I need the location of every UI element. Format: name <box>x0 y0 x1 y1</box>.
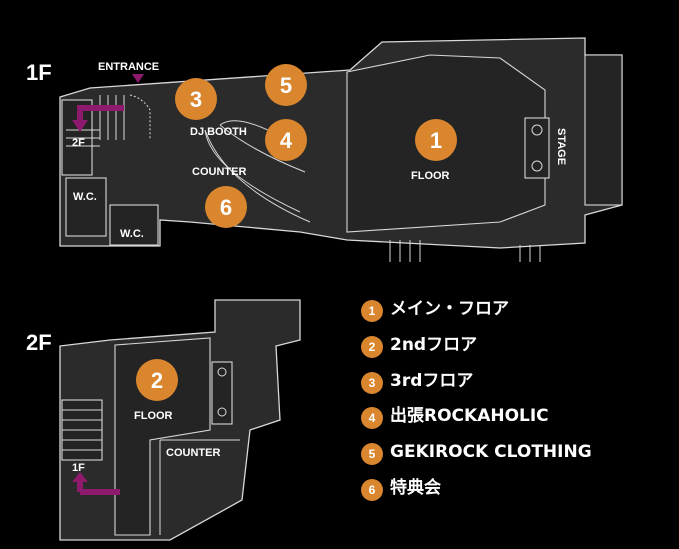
floor-2f-plan <box>59 299 301 541</box>
wc-label-1: W.C. <box>73 191 97 203</box>
stairs-2f-label: 2F <box>72 137 85 149</box>
marker-2: 2 <box>136 359 178 401</box>
floor-2-label: FLOOR <box>134 410 173 422</box>
svg-text:6: 6 <box>220 195 232 220</box>
svg-text:2: 2 <box>151 368 163 393</box>
floor-2f-title: 2F <box>26 330 52 355</box>
marker-4: 4 <box>265 119 307 161</box>
svg-text:5: 5 <box>280 73 292 98</box>
entrance-arrow-icon <box>132 74 144 83</box>
legend-item: 6 特典会 <box>361 477 441 501</box>
marker-1: 1 <box>415 119 457 161</box>
marker-3: 3 <box>175 78 217 120</box>
svg-text:1: 1 <box>430 128 442 153</box>
stage-label: STAGE <box>555 128 567 165</box>
stairs-arrowhead-icon <box>72 120 88 132</box>
dj-equipment-2f <box>211 361 233 425</box>
wc-label-2: W.C. <box>120 228 144 240</box>
legend: 1 メイン・フロア 2 2ndフロア 3 3rdフロア 4 出張ROCKAHOLIC 5… <box>361 299 592 501</box>
svg-text:4: 4 <box>280 128 293 153</box>
counter-2f-label: COUNTER <box>166 447 220 459</box>
dj-booth-label: DJ BOOTH <box>190 126 247 138</box>
stage-area <box>584 54 623 206</box>
main-floor-label: FLOOR <box>411 170 450 182</box>
svg-text:2ndフロア: 2ndフロア <box>390 335 477 355</box>
svg-text:1: 1 <box>369 304 376 318</box>
stairs-1f-label: 1F <box>72 462 85 474</box>
svg-text:出張ROCKAHOLIC: 出張ROCKAHOLIC <box>390 405 549 426</box>
legend-item: 1 メイン・フロア <box>361 299 509 322</box>
floor-1f-title: 1F <box>26 60 52 85</box>
svg-text:GEKIROCK CLOTHING: GEKIROCK CLOTHING <box>390 442 592 462</box>
counter-1f-label: COUNTER <box>192 166 246 178</box>
svg-text:特典会: 特典会 <box>390 477 441 498</box>
stairs-up-arrowhead-icon <box>72 472 88 482</box>
svg-text:4: 4 <box>369 411 376 425</box>
marker-5: 5 <box>265 64 307 106</box>
legend-item: 2 2ndフロア <box>361 335 477 358</box>
marker-6: 6 <box>205 186 247 228</box>
wc-room-2 <box>109 204 159 246</box>
svg-text:3rdフロア: 3rdフロア <box>390 371 473 391</box>
svg-text:3: 3 <box>369 376 376 390</box>
svg-text:6: 6 <box>369 483 376 497</box>
svg-text:2: 2 <box>369 340 376 354</box>
dj-equipment <box>524 117 550 179</box>
wc-room-1 <box>65 177 107 237</box>
legend-item: 4 出張ROCKAHOLIC <box>361 405 549 429</box>
svg-text:メイン・フロア: メイン・フロア <box>390 299 509 319</box>
svg-text:3: 3 <box>190 87 202 112</box>
entrance-label: ENTRANCE <box>98 61 159 73</box>
stairs-arrow-icon <box>77 105 124 122</box>
legend-item: 5 GEKIROCK CLOTHING <box>361 442 592 465</box>
legend-item: 3 3rdフロア <box>361 371 473 394</box>
svg-text:5: 5 <box>369 447 376 461</box>
